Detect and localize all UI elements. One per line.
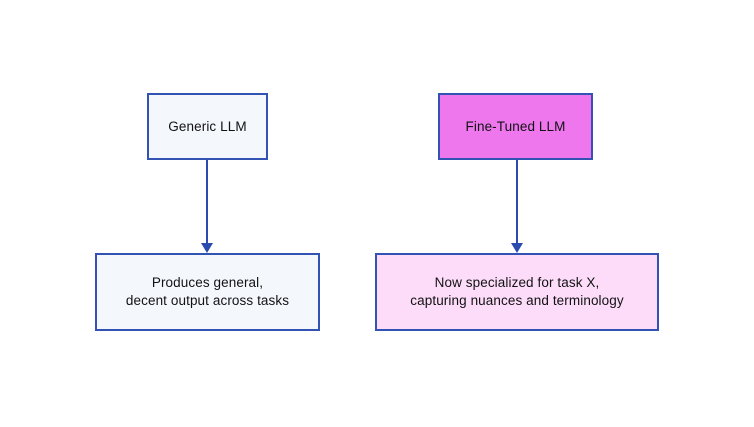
arrow-finetuned-llm-to-output [510, 160, 524, 253]
arrowhead-down-icon [201, 243, 213, 253]
node-finetuned-output[interactable]: Now specialized for task X, capturing nu… [375, 253, 659, 331]
arrowhead-down-icon [511, 243, 523, 253]
arrow-generic-llm-to-output [200, 160, 214, 253]
node-generic-output[interactable]: Produces general, decent output across t… [95, 253, 320, 331]
arrow-shaft [516, 160, 518, 244]
node-finetuned-llm[interactable]: Fine-Tuned LLM [438, 93, 593, 160]
arrow-shaft [206, 160, 208, 244]
node-generic-llm[interactable]: Generic LLM [147, 93, 268, 160]
